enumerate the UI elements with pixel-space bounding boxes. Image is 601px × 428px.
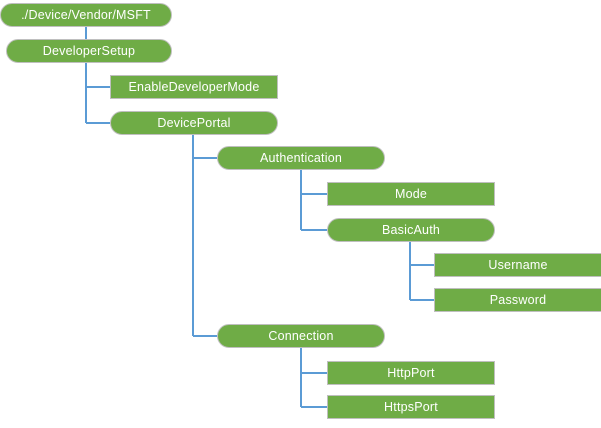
tree-node-enabledevelopermode[interactable]: EnableDeveloperMode [110,75,278,99]
tree-connector [300,348,327,408]
tree-node-label: ./Device/Vendor/MSFT [21,7,151,22]
tree-connector [85,63,110,88]
tree-node-root[interactable]: ./Device/Vendor/MSFT [0,3,172,27]
tree-connector [300,348,327,374]
tree-node-label: BasicAuth [381,222,441,237]
tree-node-mode[interactable]: Mode [327,182,495,206]
tree-node-developersetup[interactable]: DeveloperSetup [6,39,172,63]
tree-node-authentication[interactable]: Authentication [217,146,385,170]
tree-node-connection[interactable]: Connection [217,324,385,348]
tree-connector [85,63,110,124]
tree-node-label: HttpsPort [384,399,438,414]
tree-node-deviceportal[interactable]: DevicePortal [110,111,278,135]
tree-node-label: EnableDeveloperMode [128,79,260,94]
tree-connector [300,170,327,195]
tree-connector [409,242,434,266]
tree-node-label: Password [489,292,547,307]
tree-node-label: Mode [394,186,428,201]
tree-connector [192,135,217,159]
tree-node-label: DevicePortal [157,115,231,130]
tree-node-label: Username [488,257,548,272]
tree-connector [409,242,434,301]
tree-node-label: Authentication [259,150,343,165]
tree-connector [192,135,217,337]
tree-node-label: Connection [268,328,334,343]
tree-node-username[interactable]: Username [434,253,601,277]
tree-node-basicauth[interactable]: BasicAuth [327,218,495,242]
tree-node-httpsport[interactable]: HttpsPort [327,395,495,419]
tree-node-label: DeveloperSetup [42,43,136,58]
tree-node-label: HttpPort [387,365,435,380]
tree-connector [300,170,327,231]
tree-node-password[interactable]: Password [434,288,601,312]
tree-node-httpport[interactable]: HttpPort [327,361,495,385]
